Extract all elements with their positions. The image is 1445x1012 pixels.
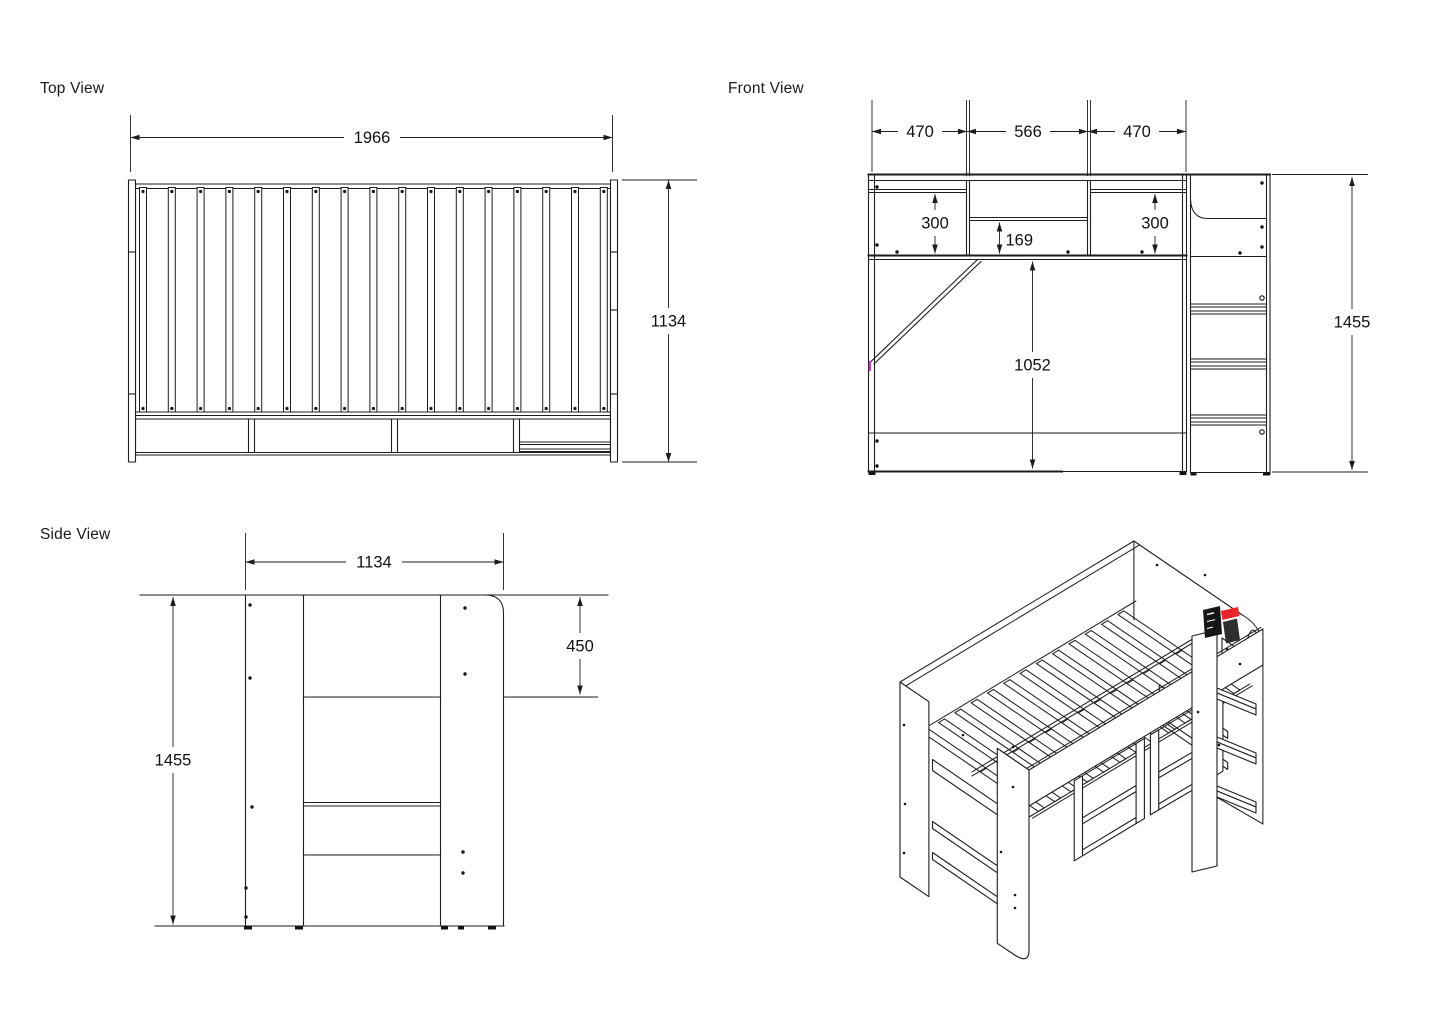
- top-view: [127, 115, 697, 463]
- fastener-dots-iso: [902, 563, 1242, 910]
- left-end-iso: [899, 681, 1030, 960]
- warning-sticker-icon: [1203, 606, 1240, 644]
- ladder-rungs: [1190, 303, 1267, 426]
- ladder-top-view: [518, 441, 612, 453]
- front-view: [867, 100, 1368, 476]
- dim-front-left: 470: [906, 123, 934, 141]
- dim-shelf-right: 300: [1141, 215, 1169, 233]
- dim-shelf-left: 300: [921, 215, 949, 233]
- dimension-annotations: 1966 1134 470 566 470 300 300 169 1052 1455 1134 45…: [130, 123, 1371, 925]
- feet-front: [868, 471, 1270, 476]
- side-panel-edges-top: [127, 179, 619, 463]
- bed-frame-side: [139, 594, 609, 927]
- dim-front-mid: 566: [1014, 123, 1042, 141]
- feet-side: [244, 926, 496, 930]
- fastener-dots-front: [875, 181, 1265, 468]
- front-view-label: Front View: [728, 80, 804, 97]
- sticker-red-stripe: [1221, 607, 1240, 620]
- dim-front-right: 470: [1123, 123, 1151, 141]
- ladder-stringer-iso: [1191, 629, 1218, 873]
- dim-height-front: 1455: [1334, 314, 1371, 332]
- side-view: [139, 533, 609, 930]
- fastener-dots-side: [244, 603, 467, 919]
- ladder-front: [1189, 174, 1271, 475]
- top-view-label: Top View: [40, 80, 105, 97]
- dim-side-upper: 450: [566, 638, 594, 656]
- cubby-shelves-iso: [1073, 690, 1224, 862]
- dim-overall-depth: 1134: [651, 313, 686, 331]
- dim-side-depth: 1134: [356, 554, 391, 572]
- side-view-label: Side View: [40, 526, 111, 543]
- shelf-dividers-top: [247, 418, 521, 454]
- dim-side-height: 1455: [155, 752, 192, 770]
- dim-overall-width: 1966: [354, 129, 391, 147]
- bed-frame-front: [867, 173, 1271, 473]
- dim-clearance: 1052: [1014, 357, 1051, 375]
- dim-shelf-drop: 169: [1006, 232, 1034, 250]
- isometric-view: [899, 540, 1264, 960]
